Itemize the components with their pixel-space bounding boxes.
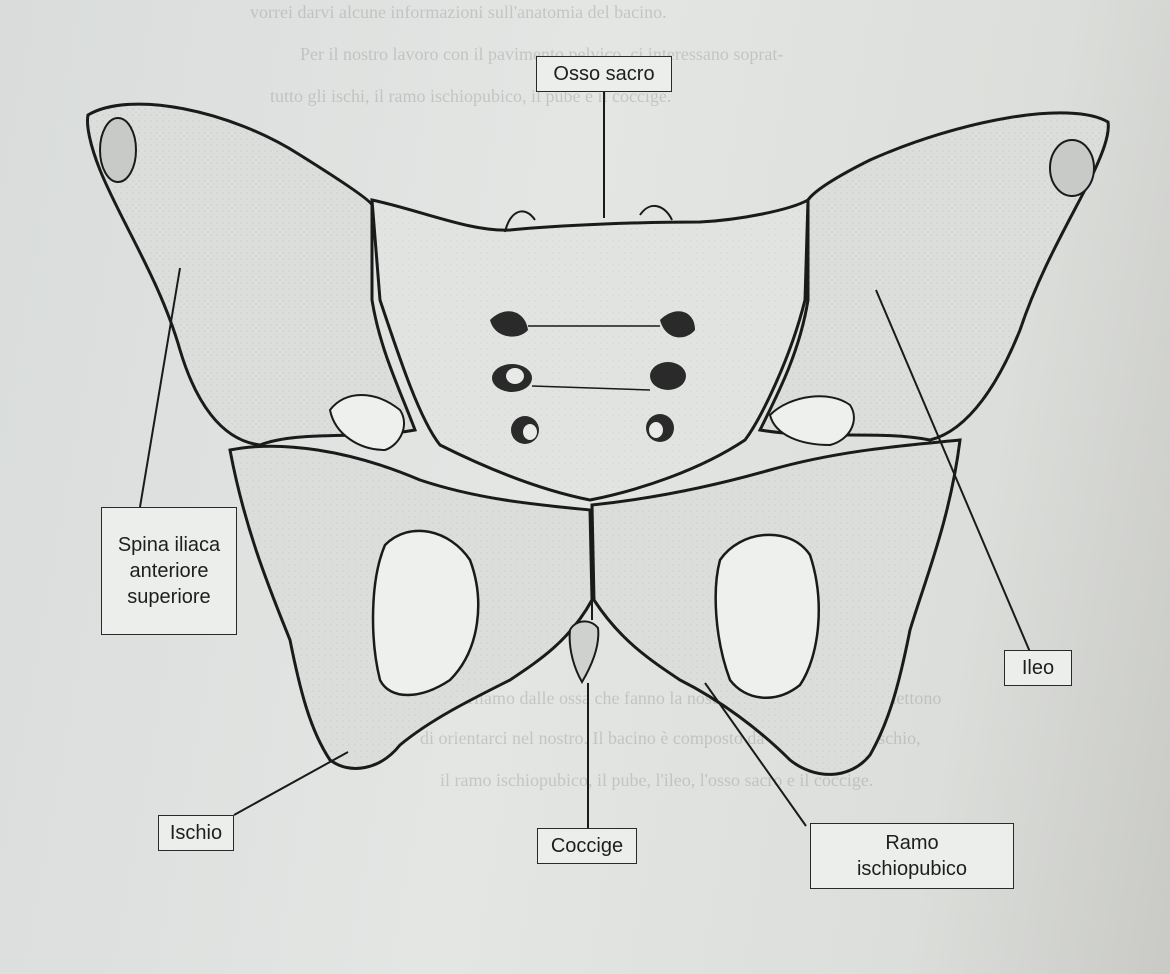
label-osso-sacro: Osso sacro	[536, 56, 672, 92]
leader-ileo	[875, 289, 1031, 653]
leader-ramo-ischiopubico	[704, 682, 807, 827]
label-ischio: Ischio	[158, 815, 234, 851]
label-ileo: Ileo	[1004, 650, 1072, 686]
label-spina-iliaca-anteriore-superiore: Spina iliaca anteriore superiore	[101, 507, 237, 635]
page-text-line-6: il ramo ischiopubico, il pube, l'ileo, l…	[440, 770, 874, 790]
right-iliac-crest-tubercle	[1049, 139, 1095, 197]
right-obturator-foramen	[714, 533, 820, 699]
left-sciatic-notch	[328, 394, 405, 452]
leader-ischio	[233, 751, 349, 816]
page-text-line-1: vorrei darvi alcune informazioni sull'an…	[250, 2, 667, 22]
left-obturator-foramen	[371, 529, 480, 697]
right-sciatic-notch	[768, 395, 855, 447]
label-ramo-ischiopubico: Ramo ischiopubico	[810, 823, 1014, 889]
left-iliac-crest-tubercle	[99, 117, 137, 183]
label-coccige: Coccige	[537, 828, 637, 864]
coccyx	[568, 620, 600, 684]
leader-spina-iliaca	[139, 267, 181, 508]
